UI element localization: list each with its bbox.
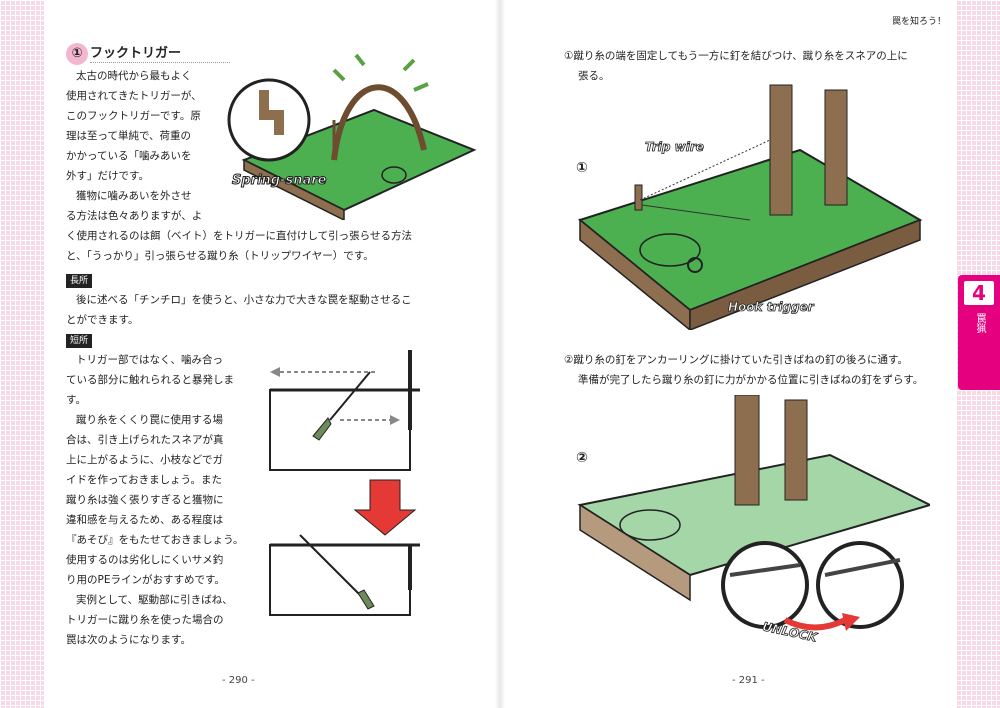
soil-side-1 bbox=[689, 218, 921, 330]
step1-marker: ① bbox=[576, 160, 588, 176]
chapter-label: 罠猟 bbox=[974, 313, 985, 333]
running-header: 罠を知ろう！ bbox=[891, 17, 946, 27]
frame-top bbox=[269, 389, 411, 471]
arrow-left-head bbox=[270, 367, 280, 377]
unlock-detail-1 bbox=[721, 541, 809, 629]
trip-wire-line-1 bbox=[641, 204, 751, 221]
merit-text: 後に述べる「チンチロ」を使うと、小さな力で大きな罠を駆動させるこ とができます。 bbox=[66, 294, 412, 326]
chapter-tab: 4 罠猟 bbox=[958, 275, 1000, 390]
step2-text: ②蹴り糸の釘をアンカーリングに掛けていた引きばねの釘の後ろに通す。 準備が完了し… bbox=[564, 354, 924, 386]
down-arrow bbox=[353, 479, 417, 536]
soil-front-1 bbox=[579, 218, 691, 330]
nail-1 bbox=[729, 563, 801, 577]
tree-trunk-1a bbox=[769, 84, 793, 216]
leaves bbox=[332, 53, 429, 92]
section-number: ① bbox=[66, 43, 88, 65]
trip-line bbox=[329, 371, 371, 421]
hook-detail bbox=[259, 90, 284, 135]
bent-sapling bbox=[331, 84, 427, 161]
snare-loop-2 bbox=[619, 509, 681, 541]
unlock-arrow bbox=[783, 617, 847, 631]
nail-2 bbox=[824, 558, 901, 577]
soil-front-2 bbox=[579, 503, 691, 602]
tree-trunk-2b bbox=[784, 399, 808, 501]
page-number-right: - 291 - bbox=[732, 675, 765, 686]
spring-snare-label: Spring-snare bbox=[232, 173, 327, 189]
right-page: 罠を知ろう！ ①蹴り糸の端を固定してもう一方に釘を結びつけ、蹴り糸をスネアの上に… bbox=[500, 0, 956, 708]
spring-snare-illustration bbox=[227, 53, 477, 220]
paragraph-intro-wide: く使用されるのは餌（ベイト）をトリガーに直付けして引っ張らせる方法 と、「うっか… bbox=[66, 230, 412, 262]
step2-marker: ② bbox=[576, 450, 588, 466]
demerit-tag: 短所 bbox=[66, 330, 93, 350]
snare-loop bbox=[381, 166, 407, 184]
step1-text: ①蹴り糸の端を固定してもう一方に釘を結びつけ、蹴り糸をスネアの上に 張る。 bbox=[564, 50, 908, 82]
trip-wire-label: Trip wire bbox=[645, 140, 705, 155]
book-gutter bbox=[495, 0, 505, 708]
tree-trunk-1b bbox=[824, 89, 848, 206]
soil-side bbox=[243, 158, 345, 220]
paragraph-intro-short: 太古の時代から最もよく 使用されてきたトリガーが、 このフックトリガーです。原 … bbox=[66, 70, 203, 222]
demerit-text: トリガー部ではなく、噛み合っ ている部分に触れられると暴発しま す。 蹴り糸をく… bbox=[66, 354, 244, 646]
fish-bait-top bbox=[312, 417, 332, 441]
hook-trigger-label: Hook trigger bbox=[728, 300, 815, 315]
anchor-ring-1 bbox=[687, 257, 703, 273]
frame-bottom bbox=[269, 544, 411, 616]
chapter-number: 4 bbox=[964, 281, 994, 305]
title-underline bbox=[90, 62, 230, 63]
page-margin-pattern-left bbox=[0, 0, 44, 708]
fish-bait-bottom bbox=[357, 589, 375, 610]
tree-trunk-2a bbox=[734, 395, 760, 506]
stake-1 bbox=[634, 184, 643, 211]
trap-illustration-step1 bbox=[577, 84, 923, 330]
released-line bbox=[299, 534, 361, 596]
snare-loop-1 bbox=[639, 233, 701, 267]
unlock-detail-2 bbox=[816, 541, 904, 629]
arrow-right-head bbox=[390, 415, 400, 425]
merit-tag: 長所 bbox=[66, 270, 93, 290]
hook-trigger-diagram bbox=[269, 350, 420, 616]
trap-illustration-step2 bbox=[577, 395, 930, 631]
page-number-left: - 290 - bbox=[222, 675, 255, 686]
unlock-arrow-head bbox=[842, 613, 860, 631]
